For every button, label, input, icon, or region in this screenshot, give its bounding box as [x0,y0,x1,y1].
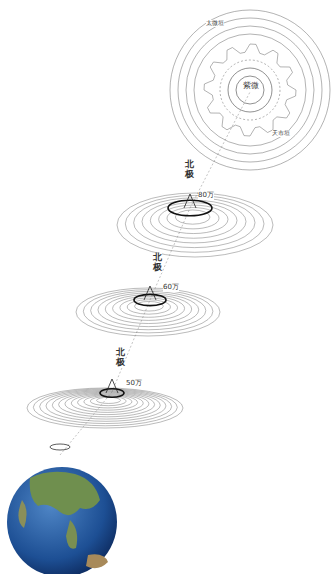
earth-globe [7,444,117,574]
center-ring [228,68,272,112]
apex-cone [184,194,196,208]
vertical-label: 北极 [116,348,125,368]
disc-ring [97,397,121,403]
disc-ring [27,388,183,428]
gear-wall [204,44,296,136]
disc-ring [142,200,246,243]
disc-ring [52,391,160,419]
disc-ring [113,296,185,320]
disc-ring [134,198,255,248]
disc-core [168,200,212,215]
disc-ring [98,293,199,327]
disc-ring [120,298,178,317]
disc-ring [33,389,177,426]
disc-ring [40,390,172,424]
disc-core [134,294,166,305]
disc-ring [76,288,220,336]
orbit-ring [178,18,322,162]
disc-ring [175,210,210,224]
annotation-label: 60万 [163,284,179,292]
axis-line [60,92,250,455]
disc-ring [90,396,126,405]
disc-ring [150,203,237,239]
disc-rings [27,193,273,428]
disc-ring [83,290,213,333]
disc-ring [46,391,166,422]
annotation-label: 80万 [198,192,214,200]
vertical-label: 北极 [185,160,194,180]
disc-ring [117,193,273,257]
annotation-label: 紫微 [243,82,259,91]
disc-ring [105,295,191,324]
orbit-ring [186,26,314,154]
annotation-label: 天市垣 [272,130,290,137]
orbit-ring [170,10,330,170]
annotation-label: 50万 [126,380,142,388]
orbit-ring [194,34,306,146]
vertical-label: 北极 [153,253,162,273]
apex-cone [144,286,156,300]
disc-ring [59,392,155,417]
apex-cone [106,379,118,393]
celestial-circle [170,10,330,170]
disc-ring [91,291,206,329]
center-ring [236,76,264,104]
disc-core [100,389,124,397]
inner-ring [220,60,280,120]
annotation-label: 太微垣 [206,20,224,27]
